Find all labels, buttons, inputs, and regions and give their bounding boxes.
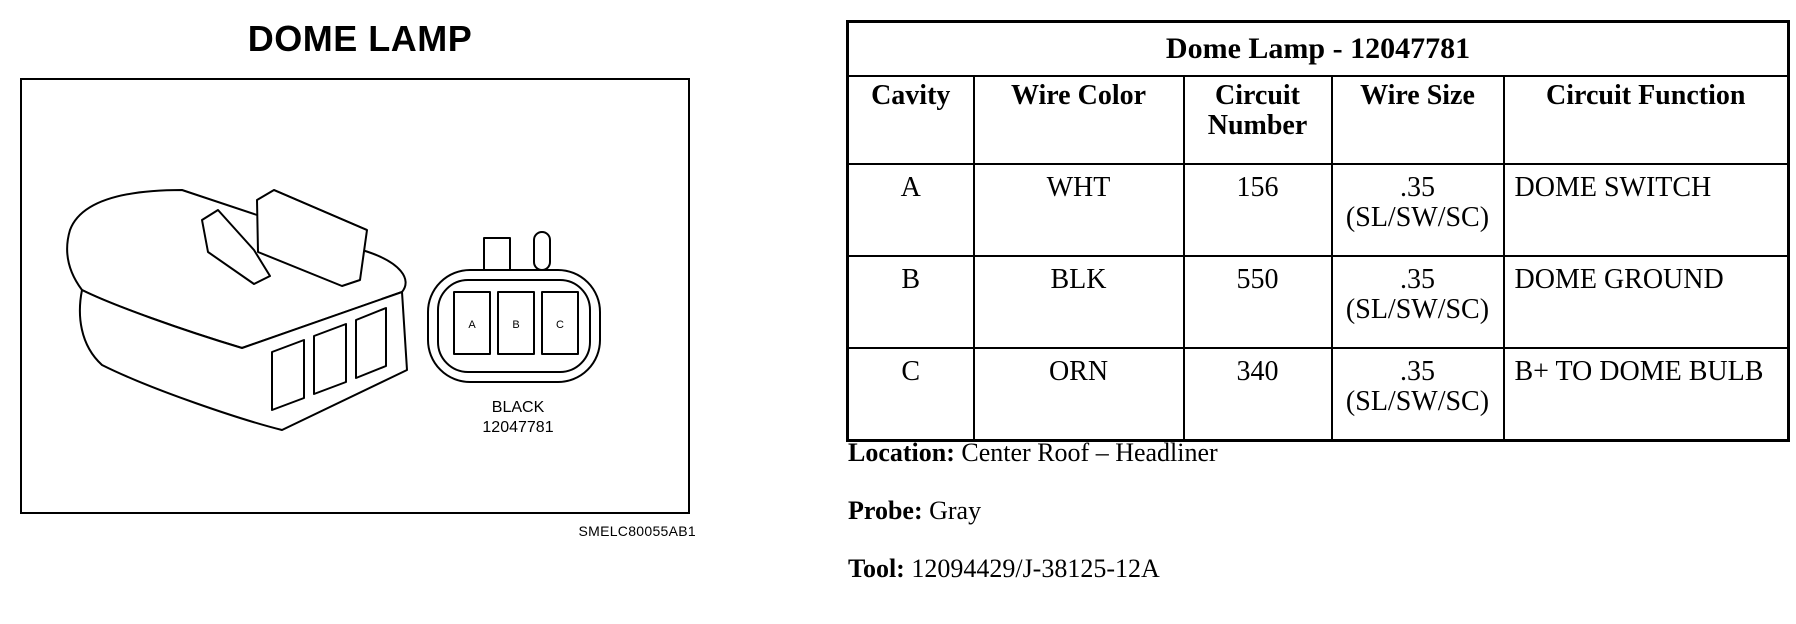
location-label: Location: xyxy=(848,438,955,467)
cavity-box-a xyxy=(453,291,491,355)
wire-size-type: (SL/SW/SC) xyxy=(1345,202,1490,233)
cavity-label-b: B xyxy=(512,319,519,331)
front-cavity-2 xyxy=(313,323,347,395)
table-row: A WHT 156 .35(SL/SW/SC) DOME SWITCH xyxy=(846,163,1790,257)
cell-circuit-function: DOME GROUND xyxy=(1502,255,1790,349)
cell-circuit-function: B+ TO DOME BULB xyxy=(1502,347,1790,442)
table-row: B BLK 550 .35(SL/SW/SC) DOME GROUND xyxy=(846,255,1790,349)
cavity-label-a: A xyxy=(468,319,476,331)
cell-cavity: B xyxy=(846,255,975,349)
connector-spec-table: Dome Lamp - 12047781 Cavity Wire Color C… xyxy=(846,20,1790,442)
probe-line: Probe: Gray xyxy=(848,496,981,526)
header-wire-color: Wire Color xyxy=(972,75,1185,165)
face-key-square xyxy=(483,237,511,271)
diagram-title: DOME LAMP xyxy=(247,18,473,59)
cell-wire-color: WHT xyxy=(972,163,1185,257)
table-title: Dome Lamp - 12047781 xyxy=(846,20,1790,77)
tool-line: Tool: 12094429/J-38125-12A xyxy=(848,554,1160,584)
connector-color-label: BLACK xyxy=(492,399,545,416)
cell-wire-size: .35(SL/SW/SC) xyxy=(1330,347,1505,442)
wire-size-type: (SL/SW/SC) xyxy=(1345,386,1490,417)
probe-label: Probe: xyxy=(848,496,923,525)
header-circuit-function: Circuit Function xyxy=(1502,75,1790,165)
front-cavity-3 xyxy=(355,307,387,379)
wire-size-gauge: .35 xyxy=(1400,264,1435,295)
cell-circuit-function: DOME SWITCH xyxy=(1502,163,1790,257)
cavity-box-c xyxy=(541,291,579,355)
cavity-label-c: C xyxy=(556,319,564,331)
header-wire-size: Wire Size xyxy=(1330,75,1505,165)
cavity-box-b xyxy=(497,291,535,355)
connector-part-label: 12047781 xyxy=(482,419,553,436)
location-value: Center Roof – Headliner xyxy=(961,438,1218,467)
header-circuit-number: Circuit Number xyxy=(1182,75,1333,165)
front-cavity-1 xyxy=(271,339,305,411)
connector-body-front xyxy=(78,289,408,431)
connector-latch xyxy=(201,209,271,285)
cell-circuit-number: 156 xyxy=(1182,163,1333,257)
wire-size-type: (SL/SW/SC) xyxy=(1345,294,1490,325)
wire-size-gauge: .35 xyxy=(1400,172,1435,203)
connector-diagram: A B C BLACK 12047781 xyxy=(20,78,690,514)
location-line: Location: Center Roof – Headliner xyxy=(848,438,1218,468)
tool-value: 12094429/J-38125-12A xyxy=(911,554,1160,583)
figure-code: SMELC80055AB1 xyxy=(578,523,696,539)
cell-wire-color: BLK xyxy=(972,255,1185,349)
table-row: C ORN 340 .35(SL/SW/SC) B+ TO DOME BULB xyxy=(846,347,1790,442)
cell-cavity: C xyxy=(846,347,975,442)
cell-cavity: A xyxy=(846,163,975,257)
wire-size-gauge: .35 xyxy=(1400,356,1435,387)
header-cavity: Cavity xyxy=(846,75,975,165)
cell-circuit-number: 340 xyxy=(1182,347,1333,442)
tool-label: Tool: xyxy=(848,554,905,583)
cell-wire-color: ORN xyxy=(972,347,1185,442)
connector-illustration: A B C BLACK 12047781 xyxy=(66,189,601,436)
face-key-pin xyxy=(533,231,551,271)
probe-value: Gray xyxy=(929,496,982,525)
cell-circuit-number: 550 xyxy=(1182,255,1333,349)
cell-wire-size: .35(SL/SW/SC) xyxy=(1330,163,1505,257)
cell-wire-size: .35(SL/SW/SC) xyxy=(1330,255,1505,349)
